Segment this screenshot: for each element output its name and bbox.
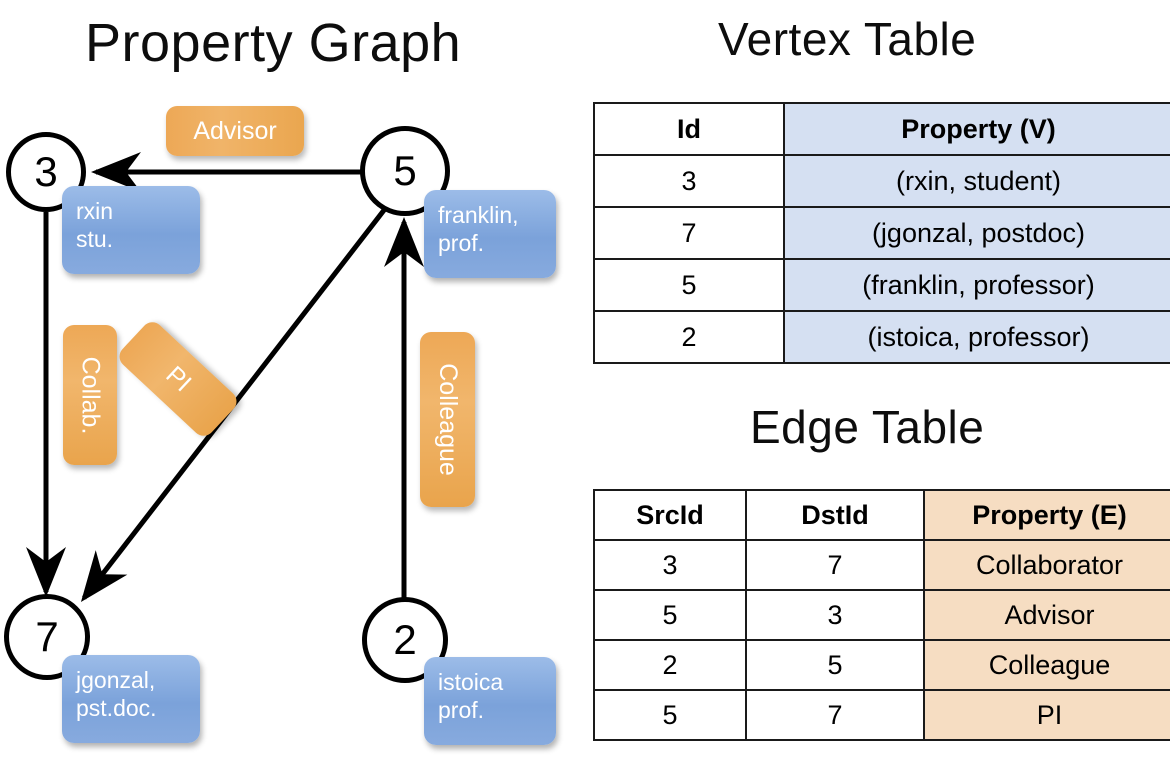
edge-row-2-src: 2 bbox=[593, 639, 747, 691]
vertex-callout-istoica: istoica prof. bbox=[424, 657, 556, 745]
edge-row-2-prop: Colleague bbox=[923, 639, 1170, 691]
graph-node-7-label: 7 bbox=[35, 613, 59, 660]
vertex-table-header-prop: Property (V) bbox=[783, 102, 1170, 156]
edge-callout-collab: Collab. bbox=[63, 325, 117, 465]
vertex-row-0-prop: (rxin, student) bbox=[783, 154, 1170, 208]
edge-row-1-dst: 3 bbox=[745, 589, 925, 641]
table-row: 5 (franklin, professor) bbox=[593, 258, 1170, 312]
vertex-table: Id Property (V) 3 (rxin, student) 7 (jgo… bbox=[593, 102, 1170, 364]
vertex-callout-rxin: rxin stu. bbox=[62, 186, 200, 274]
vertex-callout-istoica-line1: istoica bbox=[438, 669, 504, 695]
vertex-callout-jgonzal: jgonzal, pst.doc. bbox=[62, 655, 200, 743]
edge-callout-collab-label: Collab. bbox=[76, 356, 105, 434]
table-row: 2 (istoica, professor) bbox=[593, 310, 1170, 364]
edge-callout-pi-label: PI bbox=[160, 360, 197, 397]
graph-node-5-label: 5 bbox=[393, 147, 417, 194]
edge-row-0-prop: Collaborator bbox=[923, 539, 1170, 591]
vertex-callout-franklin-line2: prof. bbox=[438, 230, 485, 257]
vertex-row-3-prop: (istoica, professor) bbox=[783, 310, 1170, 364]
edge-row-0-src: 3 bbox=[593, 539, 747, 591]
edge-table-header-dstid: DstId bbox=[745, 489, 925, 541]
edge-callout-advisor: Advisor bbox=[166, 106, 304, 156]
graph-node-5[interactable]: 5 bbox=[360, 126, 450, 216]
page-title-edge-table: Edge Table bbox=[750, 401, 985, 453]
vertex-row-2-id: 5 bbox=[593, 258, 785, 312]
table-row: 2 5 Colleague bbox=[593, 639, 1170, 691]
vertex-callout-rxin-line2: stu. bbox=[76, 226, 114, 253]
edge-callout-colleague: Colleague bbox=[420, 332, 475, 507]
edge-table: SrcId DstId Property (E) 3 7 Collaborato… bbox=[593, 489, 1170, 741]
edge-row-1-src: 5 bbox=[593, 589, 747, 641]
edge-row-1-prop: Advisor bbox=[923, 589, 1170, 641]
vertex-row-2-prop: (franklin, professor) bbox=[783, 258, 1170, 312]
vertex-callout-franklin: franklin, prof. bbox=[424, 190, 556, 278]
vertex-row-3-id: 2 bbox=[593, 310, 785, 364]
edge-row-2-dst: 5 bbox=[745, 639, 925, 691]
edge-table-header-prop: Property (E) bbox=[923, 489, 1170, 541]
edge-row-3-prop: PI bbox=[923, 689, 1170, 741]
graph-node-2[interactable]: 2 bbox=[362, 597, 448, 683]
vertex-table-header-id: Id bbox=[593, 102, 785, 156]
vertex-callout-franklin-line1: franklin, bbox=[438, 202, 519, 228]
table-row: 5 7 PI bbox=[593, 689, 1170, 741]
vertex-callout-jgonzal-line1: jgonzal, bbox=[76, 667, 156, 693]
graph-node-3-label: 3 bbox=[34, 148, 58, 195]
vertex-row-1-id: 7 bbox=[593, 206, 785, 260]
table-row: 3 7 Collaborator bbox=[593, 539, 1170, 591]
table-row: 7 (jgonzal, postdoc) bbox=[593, 206, 1170, 260]
table-row: 3 (rxin, student) bbox=[593, 154, 1170, 208]
vertex-callout-jgonzal-line2: pst.doc. bbox=[76, 695, 157, 722]
table-row: 5 3 Advisor bbox=[593, 589, 1170, 641]
edge-table-header-srcid: SrcId bbox=[593, 489, 747, 541]
edge-callout-advisor-label: Advisor bbox=[193, 116, 277, 145]
edge-row-3-src: 5 bbox=[593, 689, 747, 741]
vertex-row-0-id: 3 bbox=[593, 154, 785, 208]
vertex-callout-istoica-line2: prof. bbox=[438, 697, 485, 724]
vertex-row-1-prop: (jgonzal, postdoc) bbox=[783, 206, 1170, 260]
graph-node-2-label: 2 bbox=[393, 616, 417, 663]
vertex-callout-rxin-line1: rxin bbox=[76, 198, 114, 224]
edge-table-header-row: SrcId DstId Property (E) bbox=[593, 489, 1170, 541]
page-title-property-graph: Property Graph bbox=[85, 13, 462, 73]
edge-callout-colleague-label: Colleague bbox=[434, 363, 462, 476]
property-graph-diagram: 3 5 7 2 rxin stu. franklin, prof. jgonza… bbox=[4, 106, 556, 745]
edge-row-3-dst: 7 bbox=[745, 689, 925, 741]
edge-row-0-dst: 7 bbox=[745, 539, 925, 591]
vertex-table-header-row: Id Property (V) bbox=[593, 102, 1170, 156]
page-title-vertex-table: Vertex Table bbox=[718, 13, 977, 65]
